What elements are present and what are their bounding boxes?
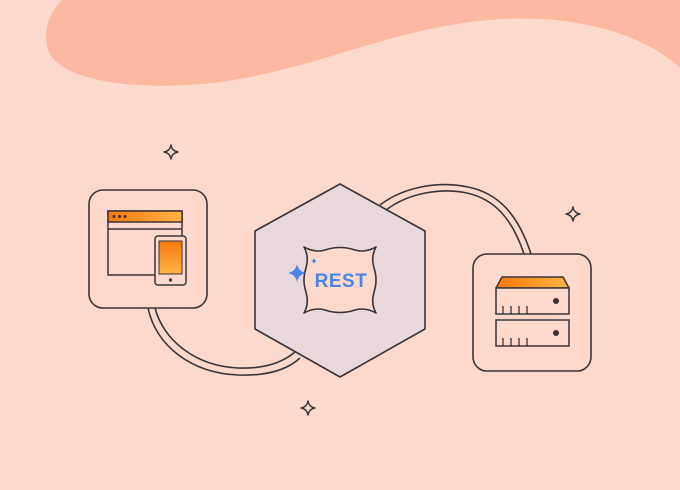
api-node: REST — [254, 183, 426, 378]
server-rack-icon — [495, 276, 570, 347]
browser-and-mobile-icon — [107, 210, 187, 286]
connector-top — [379, 183, 532, 255]
connector-bottom — [147, 307, 301, 376]
client-node — [88, 189, 208, 309]
sparkle-icon — [163, 144, 179, 160]
sparkle-blue-icon — [288, 264, 306, 282]
sparkles — [163, 144, 581, 416]
browser-titlebar — [107, 210, 183, 223]
pillow-shape — [303, 246, 377, 314]
server-top — [495, 276, 570, 289]
rest-label: REST — [315, 271, 368, 292]
connector-bottom-inner — [154, 307, 296, 369]
sparkle-blue-small-icon — [311, 258, 317, 264]
sparkle-icon — [565, 206, 581, 222]
pillow-rest-icon: REST — [288, 246, 377, 314]
connector-lines — [147, 183, 532, 376]
phone-screen — [158, 240, 183, 275]
connector-top-inner — [385, 190, 525, 255]
server-node — [472, 253, 592, 372]
server-led — [553, 298, 559, 304]
background-blob — [45, 0, 680, 86]
sparkle-icon — [300, 400, 316, 416]
server-led — [553, 330, 559, 336]
